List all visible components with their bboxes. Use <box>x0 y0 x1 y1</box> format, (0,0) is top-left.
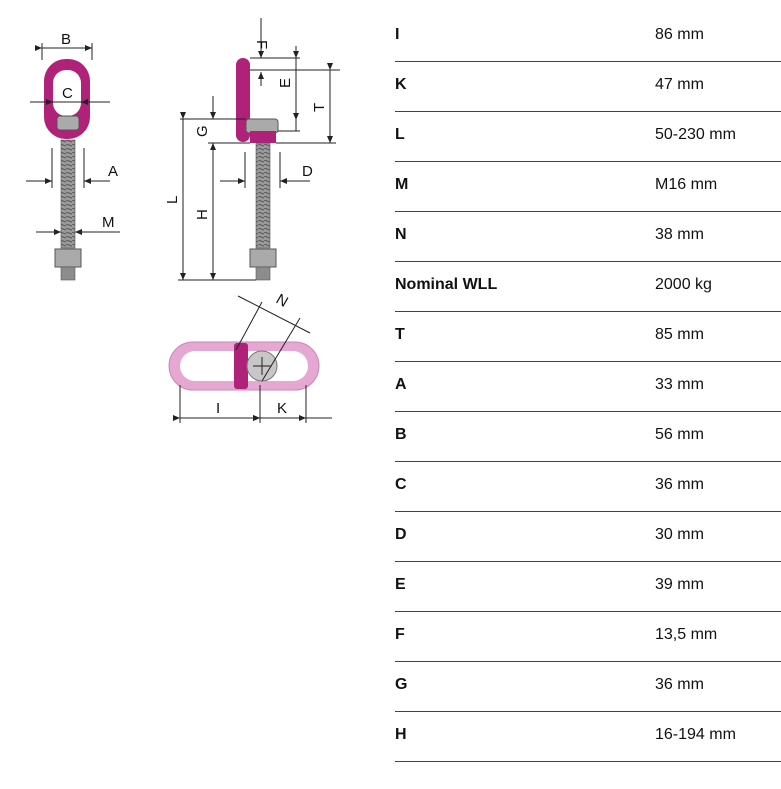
table-row: A 33 mm <box>395 362 781 412</box>
spec-value: 16-194 mm <box>655 726 736 743</box>
spec-value: 36 mm <box>655 676 704 693</box>
table-row: G 36 mm <box>395 662 781 712</box>
spec-key: I <box>395 26 400 43</box>
spec-key: A <box>395 376 407 393</box>
front-view: B C A M <box>26 31 120 281</box>
spec-value: 50-230 mm <box>655 126 736 143</box>
table-row: H 16-194 mm <box>395 712 781 762</box>
ring-opening <box>53 70 81 116</box>
threaded-bolt-side <box>255 142 271 249</box>
label-g: G <box>194 125 211 137</box>
spec-value: 86 mm <box>655 26 704 43</box>
table-row: B 56 mm <box>395 412 781 462</box>
spec-value: 56 mm <box>655 426 704 443</box>
specifications-table: I 86 mm K 47 mm L 50-230 mm M M16 mm N 38 mm Nomin… <box>395 12 781 762</box>
washer-side <box>245 118 279 134</box>
table-row: E 39 mm <box>395 562 781 612</box>
spec-key: N <box>395 226 407 243</box>
table-row: M M16 mm <box>395 162 781 212</box>
label-c: C <box>62 85 73 102</box>
label-m: M <box>102 214 115 231</box>
spec-value: 39 mm <box>655 576 704 593</box>
spec-key: F <box>395 626 405 643</box>
label-b: B <box>61 31 71 48</box>
table-row: L 50-230 mm <box>395 112 781 162</box>
table-row: C 36 mm <box>395 462 781 512</box>
label-t: T <box>311 103 328 112</box>
spec-key: L <box>395 126 405 143</box>
bolt-tip-side <box>255 266 271 281</box>
top-view: N I K <box>168 291 332 423</box>
technical-drawing: B C A M F E <box>26 18 340 423</box>
label-k: K <box>277 400 287 417</box>
nut-side <box>249 248 277 268</box>
spec-key: G <box>395 676 408 693</box>
table-row: F 13,5 mm <box>395 612 781 662</box>
spec-value: 33 mm <box>655 376 704 393</box>
spec-key: D <box>395 526 407 543</box>
label-n: N <box>273 291 291 311</box>
table-row: Nominal WLL 2000 kg <box>395 262 781 312</box>
spec-value: 36 mm <box>655 476 704 493</box>
spec-value: 38 mm <box>655 226 704 243</box>
spec-value: 2000 kg <box>655 276 712 293</box>
spec-value: 30 mm <box>655 526 704 543</box>
spec-value: 47 mm <box>655 76 704 93</box>
spec-value: M16 mm <box>655 176 718 193</box>
bolt-tip <box>60 266 76 281</box>
label-a: A <box>108 163 118 180</box>
spec-key: Nominal WLL <box>395 276 498 293</box>
label-e: E <box>277 78 294 88</box>
spec-key: C <box>395 476 407 493</box>
side-view: F E T G L H D <box>164 18 340 281</box>
nut <box>54 248 82 268</box>
label-i: I <box>216 400 220 417</box>
ring-top-cross <box>234 343 248 389</box>
label-l: L <box>164 196 181 204</box>
threaded-bolt <box>60 139 76 249</box>
table-row: I 86 mm <box>395 12 781 62</box>
washer <box>56 115 80 131</box>
label-f: F <box>253 40 270 49</box>
body-side <box>250 131 276 143</box>
label-h: H <box>194 209 211 220</box>
table-row: T 85 mm <box>395 312 781 362</box>
spec-key: E <box>395 576 406 593</box>
label-d: D <box>302 163 313 180</box>
table-row: K 47 mm <box>395 62 781 112</box>
spec-key: M <box>395 176 409 193</box>
spec-value: 85 mm <box>655 326 704 343</box>
spec-key: H <box>395 726 407 743</box>
spec-value: 13,5 mm <box>655 626 718 643</box>
spec-key: K <box>395 76 407 93</box>
table-row: N 38 mm <box>395 212 781 262</box>
table-row: D 30 mm <box>395 512 781 562</box>
spec-key: B <box>395 426 407 443</box>
spec-key: T <box>395 326 405 343</box>
